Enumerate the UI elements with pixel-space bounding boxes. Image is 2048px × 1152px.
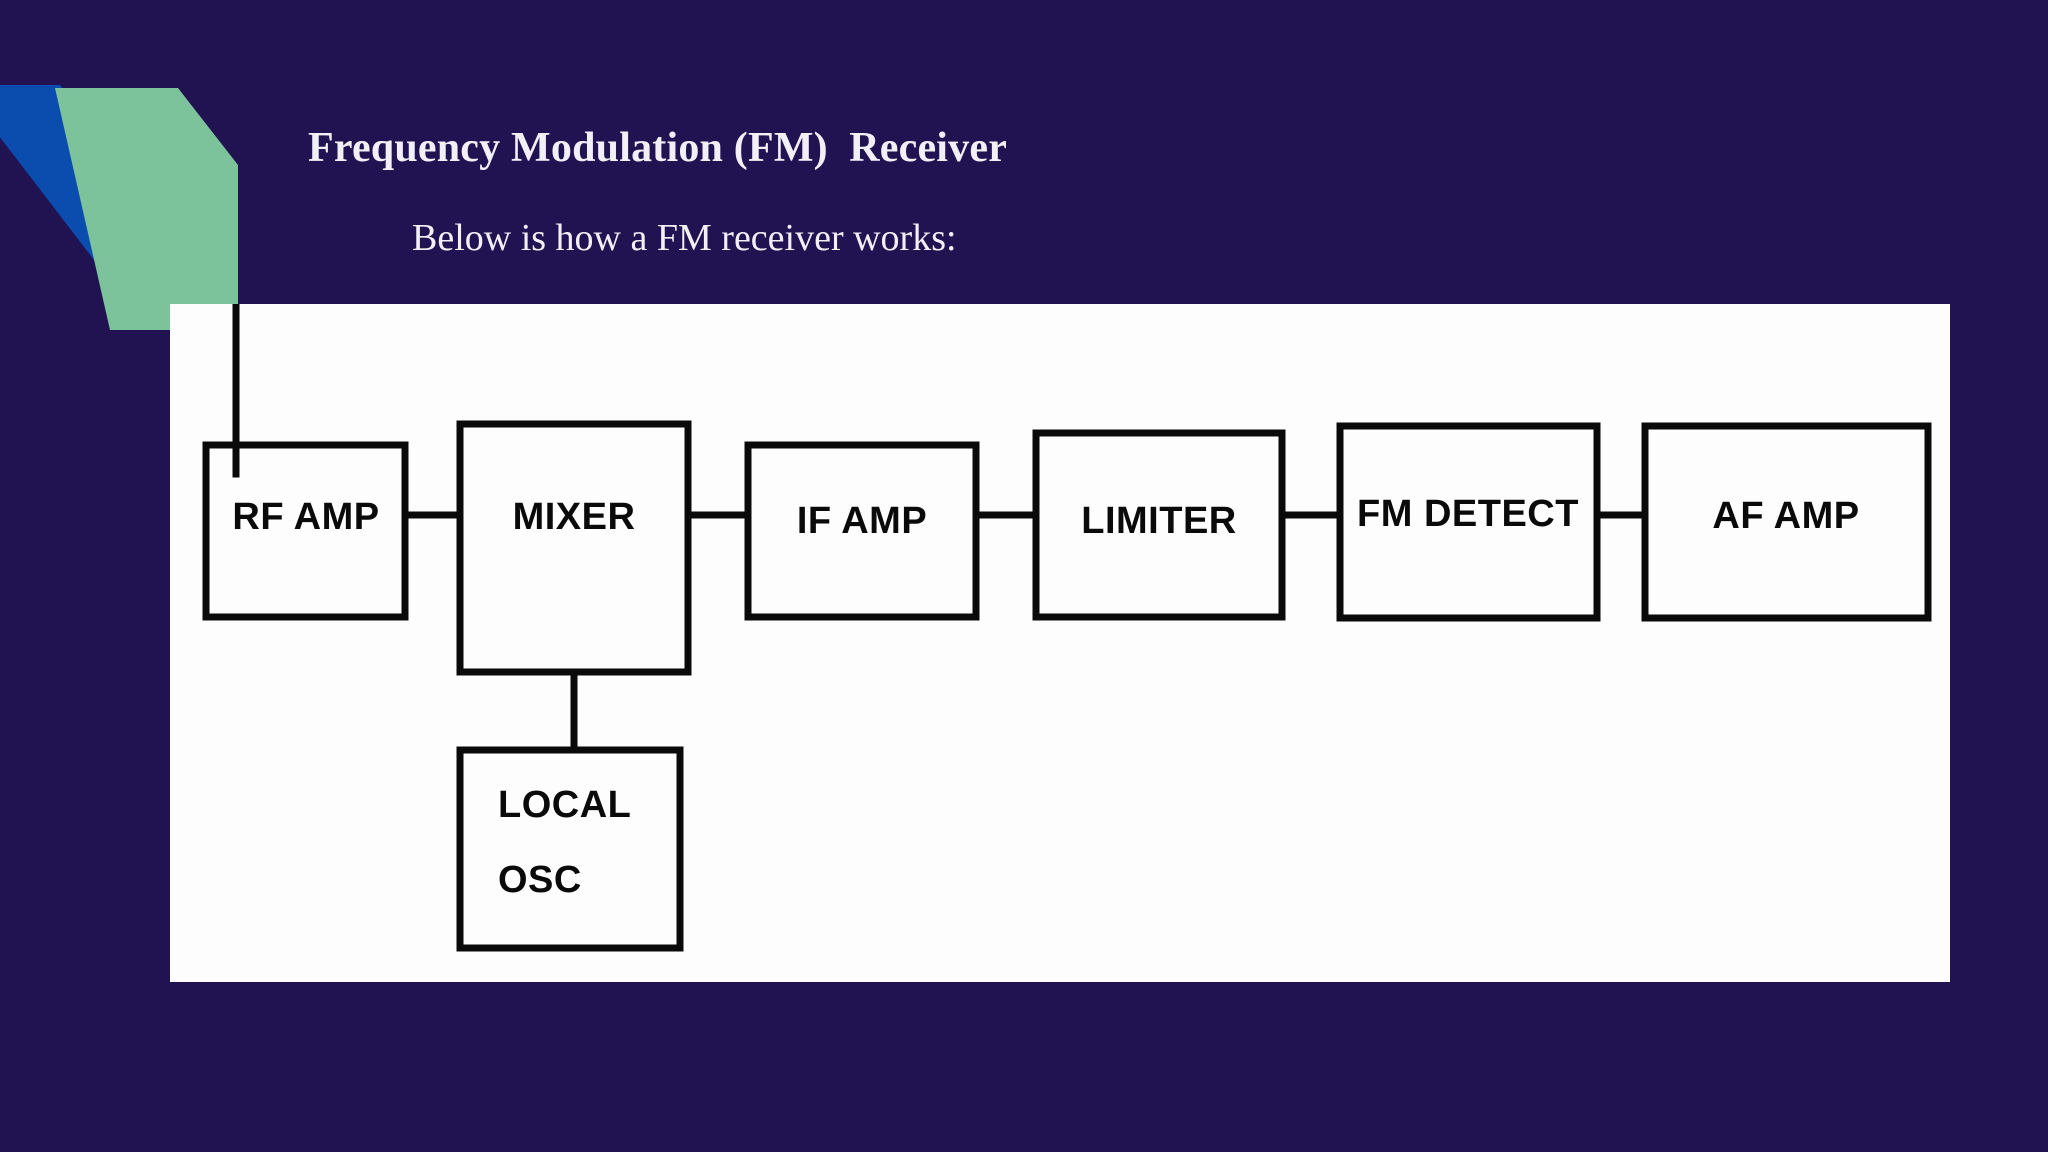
block-label-mixer: MIXER	[513, 496, 636, 538]
page-subtitle: Below is how a FM receiver works:	[412, 217, 957, 259]
green-parallelogram	[55, 88, 238, 330]
blue-parallelogram	[0, 85, 240, 320]
connector-wires	[401, 511, 1649, 754]
antenna-icon	[232, 304, 240, 478]
decorative-shapes-svg	[0, 85, 240, 330]
block-label-limiter: LIMITER	[1081, 500, 1236, 542]
page-title: Frequency Modulation (FM) Receiver	[308, 125, 1008, 171]
block-label-local-osc-line1: LOCAL	[498, 784, 631, 826]
block-label-af-amp: AF AMP	[1712, 495, 1859, 537]
block-label-rf-amp: RF AMP	[232, 496, 379, 538]
block-fm-detect	[1336, 422, 1601, 622]
fm-receiver-block-diagram: RF AMP MIXER IF AMP LIMITER FM DETECT AF…	[202, 304, 1932, 952]
block-label-fm-detect: FM DETECT	[1357, 493, 1579, 535]
block-if-amp	[744, 441, 980, 621]
block-mixer	[456, 420, 692, 676]
block-local-osc	[456, 746, 684, 952]
block-limiter	[1032, 429, 1286, 621]
block-label-if-amp: IF AMP	[797, 500, 927, 542]
block-af-amp	[1641, 422, 1932, 622]
decorative-corner-ribbons	[0, 0, 320, 330]
block-rf-amp	[202, 441, 409, 621]
diagram-panel: RF AMP MIXER IF AMP LIMITER FM DETECT AF…	[170, 304, 1950, 982]
block-label-local-osc-line2: OSC	[498, 859, 582, 901]
